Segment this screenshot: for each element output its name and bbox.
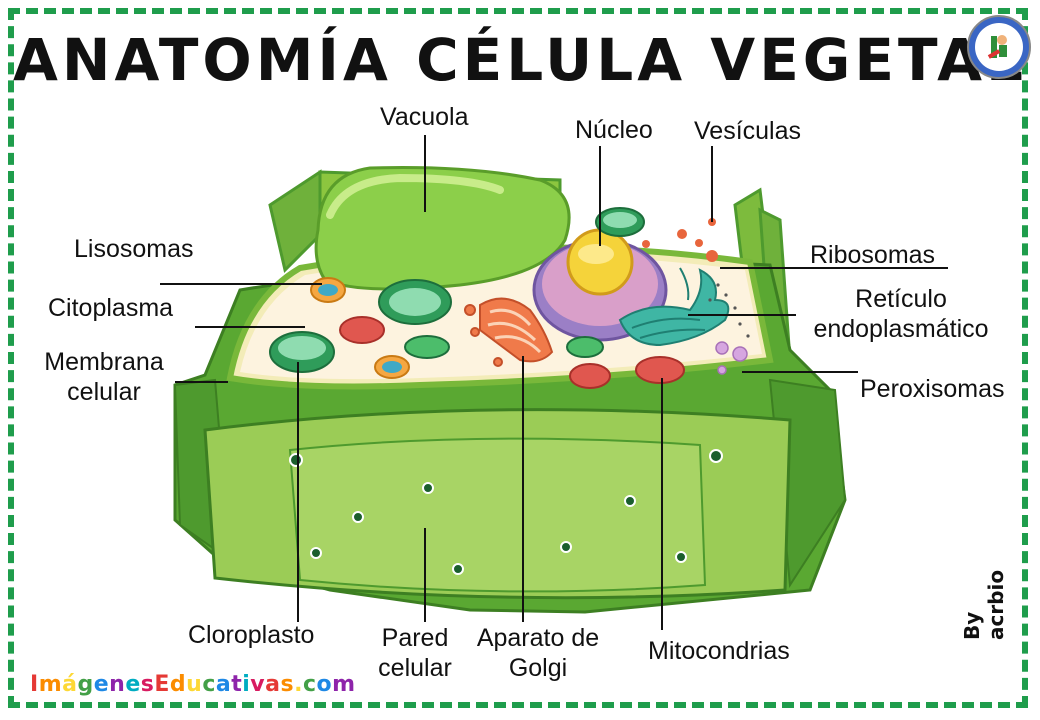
label-vesiculas: Vesículas [694, 117, 802, 145]
label-aparato-de-golgi: Aparato de Golgi [462, 623, 614, 683]
label-citoplasma: Citoplasma [48, 294, 174, 322]
label-mitocondrias: Mitocondrias [648, 637, 790, 665]
label-reticulo-endoplasmatico: Retículo endoplasmático [796, 284, 1006, 344]
label-membrana-line1: Membrana [44, 348, 164, 376]
label-ribosomas: Ribosomas [810, 241, 936, 269]
label-golgi-line1: Aparato de [476, 624, 600, 652]
label-golgi-line2: Golgi [508, 654, 568, 682]
vesicles [642, 218, 718, 262]
label-peroxisomas: Peroxisomas [860, 375, 1005, 403]
brand-text: ImágenesEducativas.com [30, 672, 356, 697]
dashed-frame [8, 8, 1028, 708]
mitochondria [339, 316, 685, 389]
label-reticulo-line2: endoplasmático [813, 315, 989, 343]
golgi-apparatus [464, 297, 554, 367]
label-membrana-celular: Membrana celular [30, 347, 178, 407]
label-membrana-line2: celular [67, 378, 141, 406]
label-vacuola: Vacuola [380, 103, 469, 131]
ribosomes [708, 283, 750, 338]
label-pared-line2: celular [378, 654, 452, 682]
label-pared-line1: Pared [381, 624, 449, 652]
site-logo-icon [967, 15, 1031, 79]
page-title: ANATOMÍA CÉLULA VEGETAL [13, 26, 1027, 94]
label-leader-lines [160, 135, 948, 630]
label-pared-celular: Pared celular [362, 623, 468, 683]
author-signature: By acrbio [960, 569, 1008, 640]
label-lisosomas: Lisosomas [74, 235, 194, 263]
label-nucleo: Núcleo [575, 116, 653, 144]
chloroplasts [269, 207, 645, 373]
peroxisomes [715, 341, 748, 375]
label-cloroplasto: Cloroplasto [188, 621, 315, 649]
endoplasmic-reticulum [618, 267, 730, 347]
label-reticulo-line1: Retículo [855, 285, 947, 313]
